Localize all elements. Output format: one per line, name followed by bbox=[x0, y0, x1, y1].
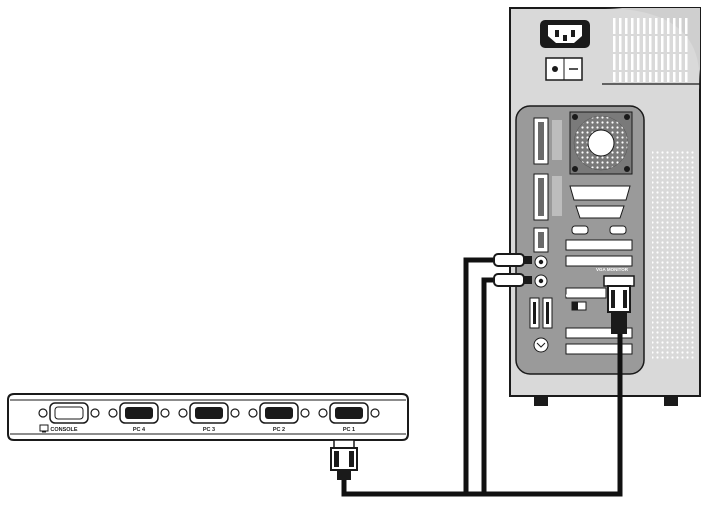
top-vent bbox=[612, 18, 690, 82]
mouse-icon bbox=[533, 337, 549, 353]
tower-foot-right bbox=[664, 396, 678, 406]
ps2-plug-1 bbox=[493, 253, 532, 267]
vga-plug-computer bbox=[603, 275, 635, 334]
label-pc4: PC 4 bbox=[133, 427, 146, 433]
label-pc1: PC 1 bbox=[343, 427, 355, 433]
vga-plug-switch bbox=[330, 439, 358, 480]
tower-foot-left bbox=[534, 396, 548, 406]
power-socket-icon bbox=[540, 20, 590, 48]
monitor-icon bbox=[39, 424, 49, 433]
label-console: CONSOLE bbox=[50, 427, 78, 433]
label-pc2: PC 2 bbox=[273, 427, 285, 433]
power-switch-icon bbox=[545, 57, 583, 81]
port-pc4 bbox=[108, 402, 170, 424]
usb-keyboard-label: USB KEYBOARD bbox=[566, 293, 599, 298]
ps2-cable-2 bbox=[481, 277, 500, 494]
computer-tower: VGA MONITOR USB KEYBOARD bbox=[509, 7, 701, 406]
expansion-slots bbox=[565, 185, 633, 355]
ps2-cable-1 bbox=[463, 257, 500, 494]
parallel-port-1 bbox=[533, 117, 562, 165]
fan-icon bbox=[569, 111, 633, 175]
port-pc2 bbox=[248, 402, 310, 424]
serial-port bbox=[533, 227, 549, 253]
small-switch bbox=[571, 301, 587, 311]
tower-shading bbox=[600, 8, 700, 90]
usb-ports bbox=[529, 297, 553, 329]
vga-monitor-label: VGA MONITOR bbox=[596, 267, 629, 272]
ps2-ports bbox=[534, 255, 548, 288]
parallel-port-2 bbox=[533, 173, 562, 221]
port-pc1 bbox=[318, 402, 380, 424]
ps2-plug-2 bbox=[493, 273, 532, 287]
kvm-switch: CONSOLE PC 4 PC 3 PC 2 PC 1 bbox=[7, 393, 409, 441]
label-pc3: PC 3 bbox=[203, 427, 215, 433]
port-console bbox=[38, 402, 100, 424]
side-vent bbox=[652, 150, 694, 360]
port-pc3 bbox=[178, 402, 240, 424]
